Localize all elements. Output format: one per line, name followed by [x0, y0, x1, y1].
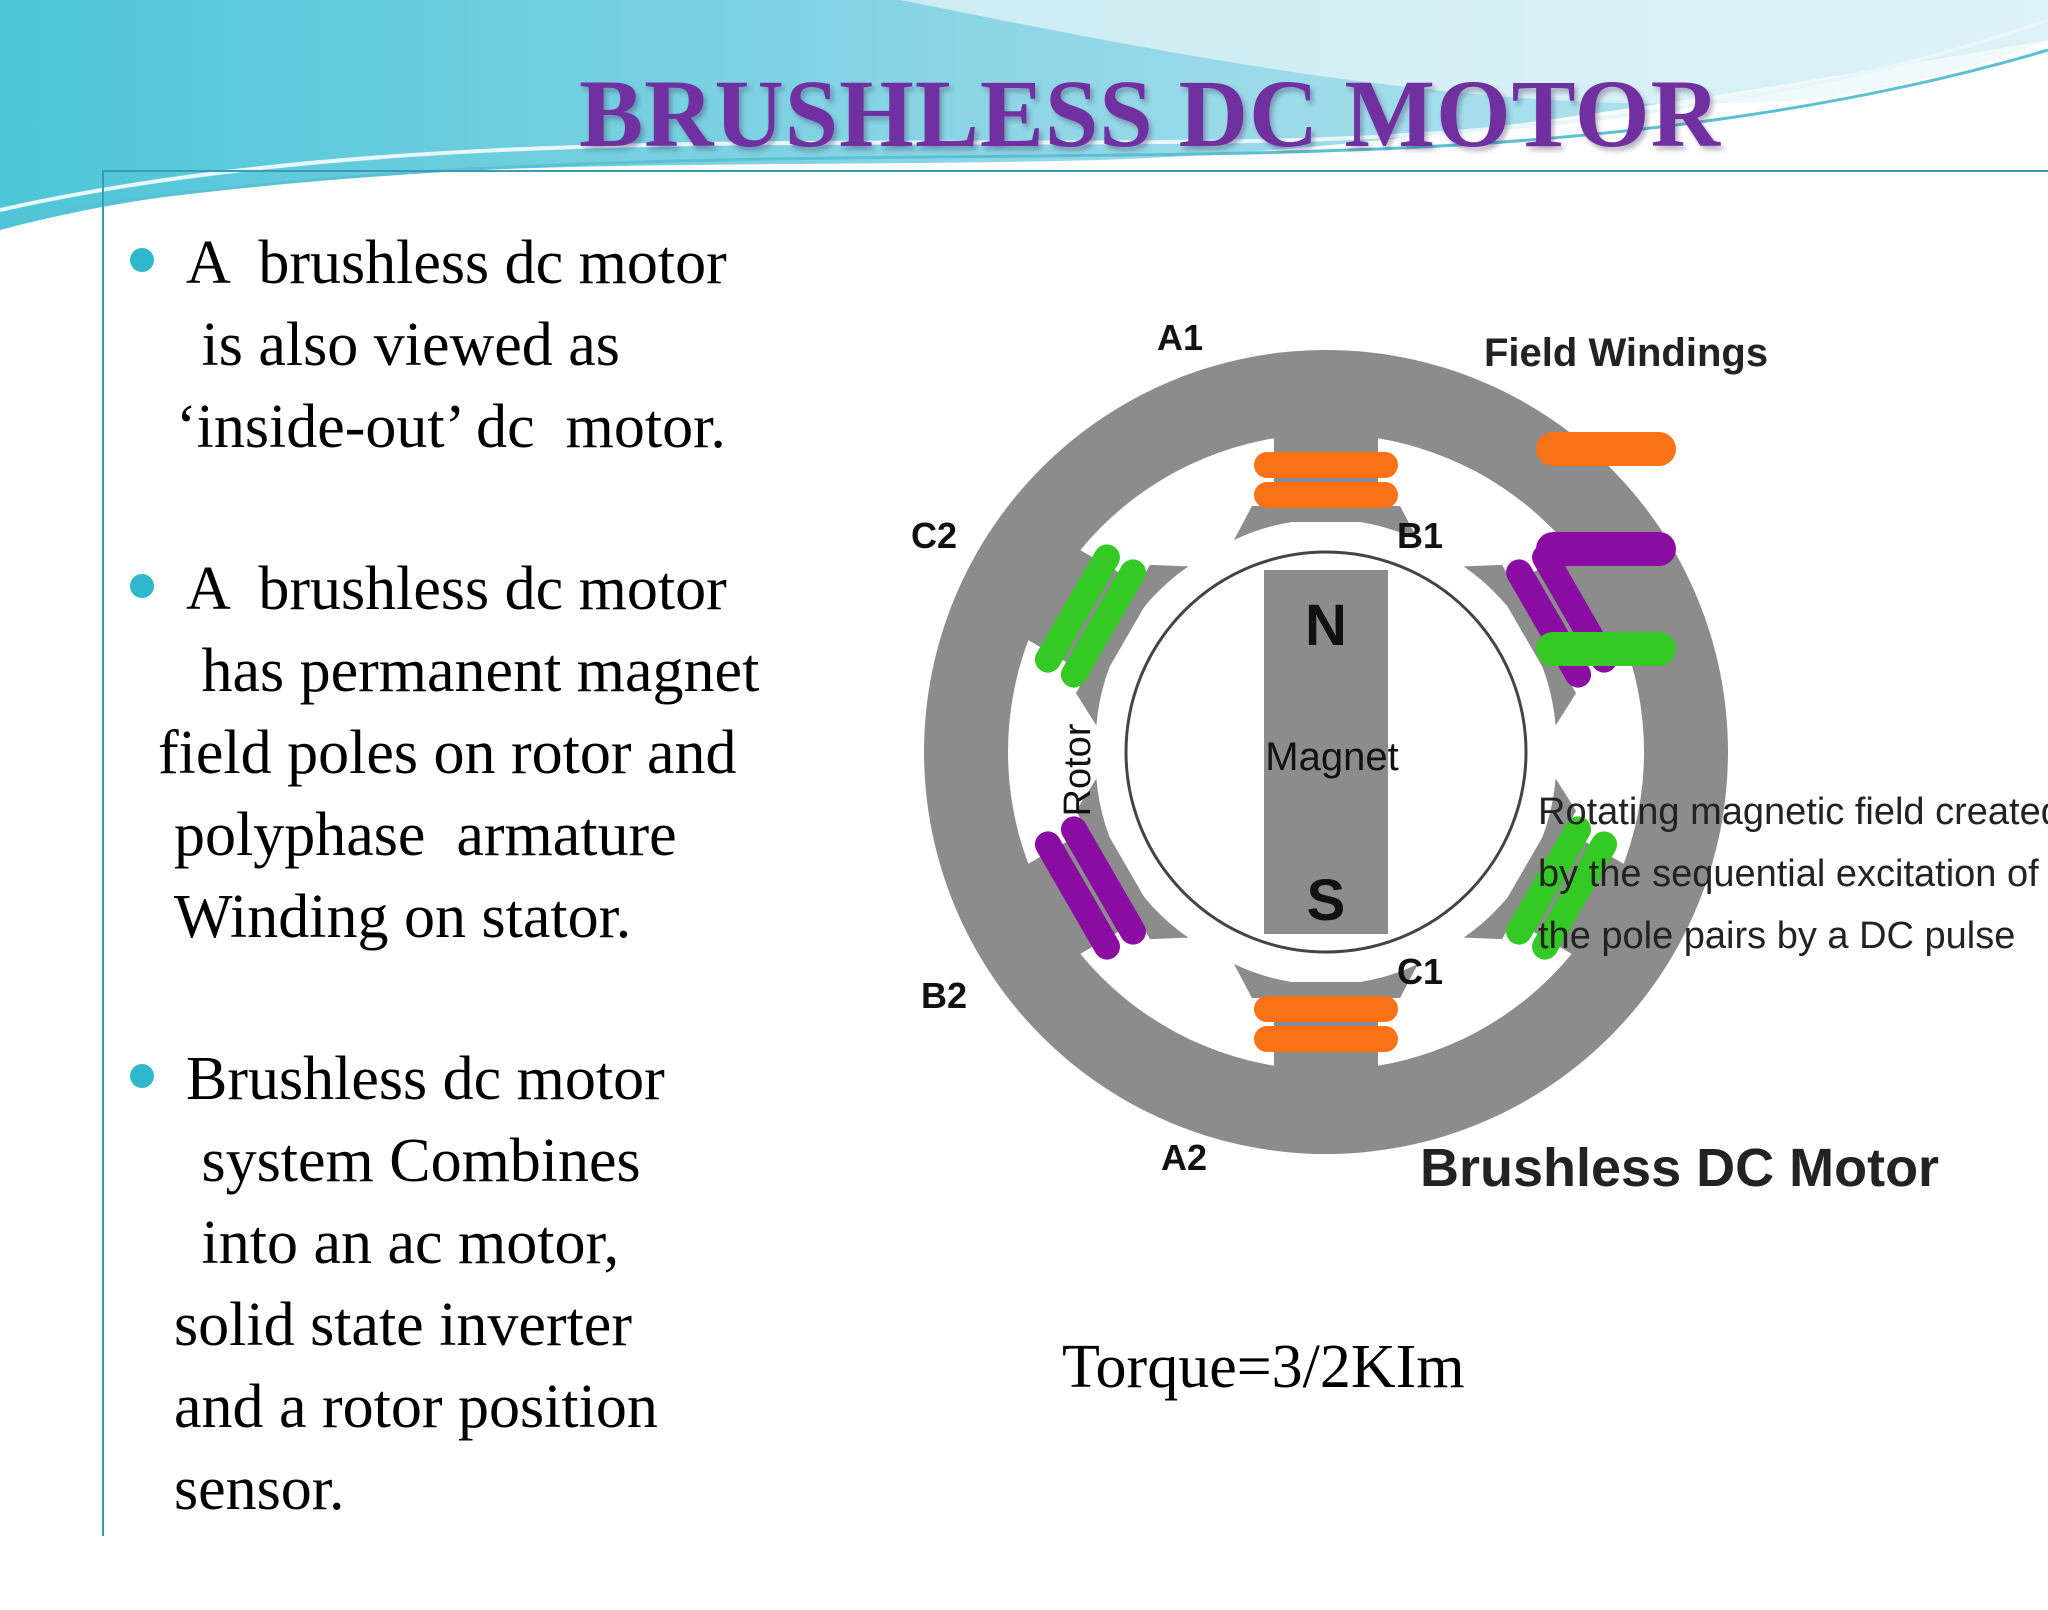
bullet-line: ‘inside-out’ dc motor. [176, 393, 726, 461]
winding-b2 [1034, 816, 1146, 960]
motor-diagram: N S Magnet Rotor A1 A2 B1 B2 C1 C2 Field… [911, 317, 2048, 1198]
coil-turn [1506, 816, 1592, 945]
slide-title: BRUSHLESS DC MOTOR [579, 60, 1721, 167]
bullet-line: polyphase armature [174, 801, 677, 869]
coil-turn [1254, 482, 1398, 508]
pole-label-a2: A2 [1161, 1137, 1207, 1178]
coil-turn [1034, 544, 1120, 673]
bullet-line: field poles on rotor and [158, 719, 737, 787]
pole-label-c2: C2 [911, 515, 957, 556]
coil-turn [1532, 831, 1618, 960]
bullet-line: has permanent magnet [186, 637, 760, 705]
bullet-item: A brushless dc motor is also viewed as ‘… [128, 222, 828, 468]
rotor-magnet [1264, 570, 1388, 934]
bullet-item: A brushless dc motor has permanent magne… [128, 548, 828, 958]
bullet-line: is also viewed as [186, 311, 620, 379]
bullet-line: A brushless dc motor [186, 229, 727, 297]
legend-swatch-phase-a [1536, 432, 1676, 466]
description-line: the pole pairs by a DC pulse [1538, 915, 2015, 957]
description-line: Rotating magnetic field created [1538, 791, 2048, 833]
pole-label-a1: A1 [1157, 317, 1203, 358]
pole-label-b1: B1 [1397, 515, 1443, 556]
bullet-item: Brushless dc motor system Combines into … [128, 1038, 828, 1530]
winding-c2 [1034, 544, 1146, 688]
winding-a2 [1254, 996, 1398, 1052]
coil-turn [1060, 816, 1146, 945]
bullet-line: Winding on stator. [174, 883, 632, 951]
coil-turn [1254, 1026, 1398, 1052]
torque-formula: Torque=3/2KIm [1062, 1333, 1465, 1401]
diagram-caption: Brushless DC Motor [1420, 1138, 1939, 1198]
rotor-label: Rotor [1057, 723, 1099, 816]
header-wave-decoration [0, 0, 2048, 230]
bullet-line: A brushless dc motor [186, 555, 727, 623]
coil-turn [1034, 831, 1120, 960]
field-windings [1034, 452, 1618, 1052]
legend-title: Field Windings [1484, 331, 1768, 375]
magnet-label: Magnet [1265, 735, 1398, 779]
bullet-line: into an ac motor, [186, 1209, 620, 1277]
winding-c1 [1506, 816, 1618, 960]
bullet-line: system Combines [186, 1127, 641, 1195]
pole-label-c1: C1 [1397, 951, 1443, 992]
coil-turn [1060, 559, 1146, 688]
south-pole-label: S [1307, 868, 1346, 933]
bullet-dot-icon [130, 574, 154, 598]
bullet-dot-icon [130, 1064, 154, 1088]
content-frame [102, 170, 2048, 1536]
bullet-line: sensor. [174, 1455, 345, 1523]
description-line: by the sequential excitation of [1538, 853, 2039, 895]
winding-a1 [1254, 452, 1398, 508]
bullet-list: A brushless dc motor is also viewed as ‘… [128, 222, 828, 1610]
bullet-line: Brushless dc motor [186, 1045, 665, 1113]
north-pole-label: N [1305, 593, 1347, 658]
bullet-line: solid state inverter [174, 1291, 632, 1359]
pole-label-b2: B2 [921, 975, 967, 1016]
bullet-line: and a rotor position [174, 1373, 658, 1441]
legend-swatch-phase-c [1536, 632, 1676, 666]
coil-turn [1254, 452, 1398, 478]
legend-swatch-phase-b [1536, 532, 1676, 566]
bullet-dot-icon [130, 248, 154, 272]
motor-diagram-panel: N S Magnet Rotor A1 A2 B1 B2 C1 C2 Field… [838, 240, 2048, 1440]
coil-turn [1254, 996, 1398, 1022]
